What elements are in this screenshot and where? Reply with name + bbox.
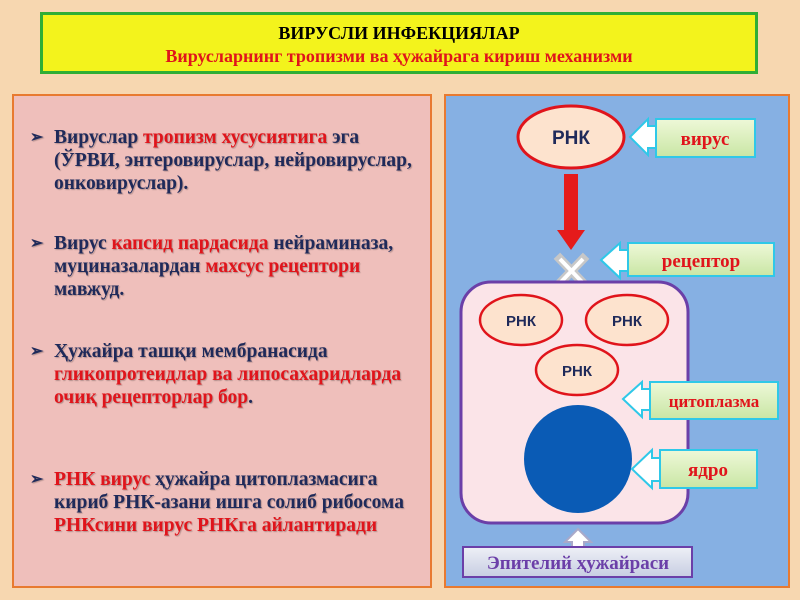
page-title: ВИРУСЛИ ИНФЕКЦИЯЛАР [278,23,520,43]
receptor-label-box [627,242,775,277]
cell-rna-label-3: РНК [562,363,593,380]
bullet-segment: тропизм хусусиятига [143,127,328,148]
bullet-arrow-icon: ➢ [30,129,44,146]
cell-rna-ellipse-1 [478,293,564,347]
receptor-label: рецептор [662,251,740,272]
cell-label-box [462,546,693,578]
cell-label: Эпителий ҳужайраси [487,553,669,574]
receptor-x-icon [553,252,590,290]
page-subtitle: Вирусларнинг тропизми ва ҳужайрага кириш… [165,46,633,66]
text-panel: ➢ Вируслар тропизм хусусиятига эга (ЎРВИ… [12,94,432,588]
bullet-segment: . [248,387,254,408]
bullet-segment: мавжуд. [54,279,125,300]
bullet-segment: махсус рецептори [205,256,361,277]
bullet-text: Ҳужайра ташқи мембранасида гликопротеидл… [32,340,422,409]
bullet-segment: гликопротеидлар ва липосахаридларда очиқ… [54,364,402,408]
bullet-text: Вирус капсид пардасида нейраминаза, муци… [32,232,422,301]
bullet-segment: Ҳужайра ташқи мембранасида [54,341,328,362]
bullet-segment: ҳужайра цитоплазмасига кириб РНК-азани и… [54,469,404,513]
bullet-segment: нейраминаза, муциназалардан [54,233,394,277]
bullet-arrow-icon: ➢ [30,235,44,252]
bullet-text: Вируслар тропизм хусусиятига эга (ЎРВИ, … [32,126,422,195]
bullet-arrow-icon: ➢ [30,343,44,360]
bullet-3: ➢ Ҳужайра ташқи мембранасида гликопротеи… [30,340,422,409]
cell-rna-label-2: РНК [612,313,643,330]
cytoplasm-label-box [649,381,779,420]
nucleus-circle [524,405,632,513]
cell-rna-ellipse-3 [534,343,620,397]
bullet-segment: эга (ЎРВИ, энтеровируслар, нейровируслар… [54,127,412,194]
virus-rna-ellipse [516,104,626,170]
virus-label: вирус [681,129,730,150]
virus-callout-arrow-icon [628,116,657,158]
bullet-4: ➢ РНК вирус ҳужайра цитоплазмасига кириб… [30,468,422,537]
bullet-segment: капсид пардасида [111,233,269,254]
nucleus-label: ядро [688,460,728,481]
virus-label-box [655,118,756,158]
receptor-callout-arrow-icon [599,240,629,281]
bullet-arrow-icon: ➢ [30,471,44,488]
cell-rna-ellipse-2 [584,293,670,347]
bullet-segment: РНКсини вирус РНКга айлантиради [54,515,378,536]
cell-rna-label-1: РНК [506,313,537,330]
nucleus-label-box [659,449,758,489]
bullet-1: ➢ Вируслар тропизм хусусиятига эга (ЎРВИ… [30,126,422,195]
bullet-2: ➢ Вирус капсид пардасида нейраминаза, му… [30,232,422,301]
bullet-segment: Вируслар [54,127,144,148]
bullet-text: РНК вирус ҳужайра цитоплазмасига кириб Р… [32,468,422,537]
virus-rna-label: РНК [552,128,590,149]
title-box: ВИРУСЛИ ИНФЕКЦИЯЛАР Вирусларнинг тропизм… [40,12,758,74]
cell-label-arrow-icon [562,527,594,549]
bullet-segment: Вирус [54,233,112,254]
bullet-segment: РНК вирус [54,469,151,490]
entry-arrow-head-icon [557,230,585,250]
cytoplasm-label: цитоплазма [669,392,760,411]
entry-arrow-shaft [564,174,578,230]
